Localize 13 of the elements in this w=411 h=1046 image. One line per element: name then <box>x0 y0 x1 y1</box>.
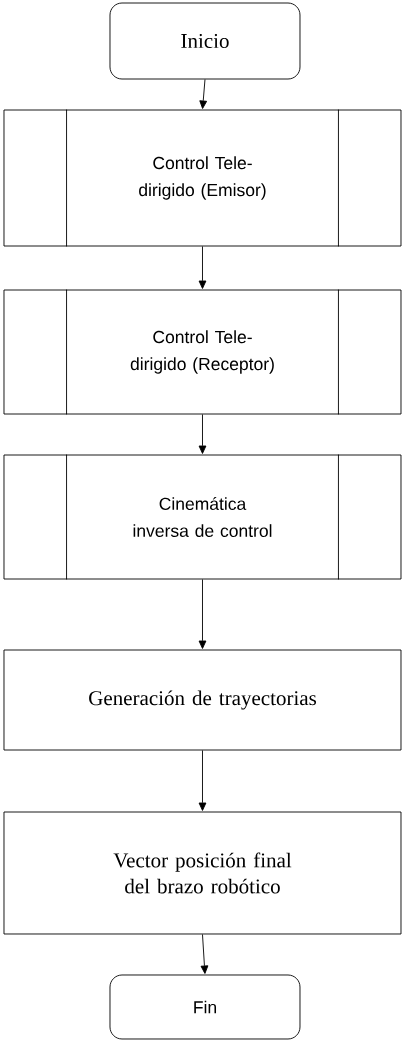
arrow <box>198 246 207 289</box>
predefined-process-box: Cinemática inversa de control <box>3 454 402 580</box>
arrow <box>198 579 207 649</box>
arrow <box>200 934 209 974</box>
arrow <box>199 79 208 109</box>
terminal-box: Fin <box>109 974 301 1040</box>
arrow <box>198 750 207 811</box>
predefined-process-box: Control Tele-dirigido (Emisor) <box>3 109 402 247</box>
process-box: Generación de trayectorias <box>3 649 402 751</box>
predefined-process-box: Control Tele-dirigido (Receptor) <box>3 289 402 415</box>
arrow <box>198 414 207 454</box>
process-box: Vector posición final del brazo robótico <box>3 811 402 935</box>
terminal-box: Inicio <box>109 2 301 80</box>
